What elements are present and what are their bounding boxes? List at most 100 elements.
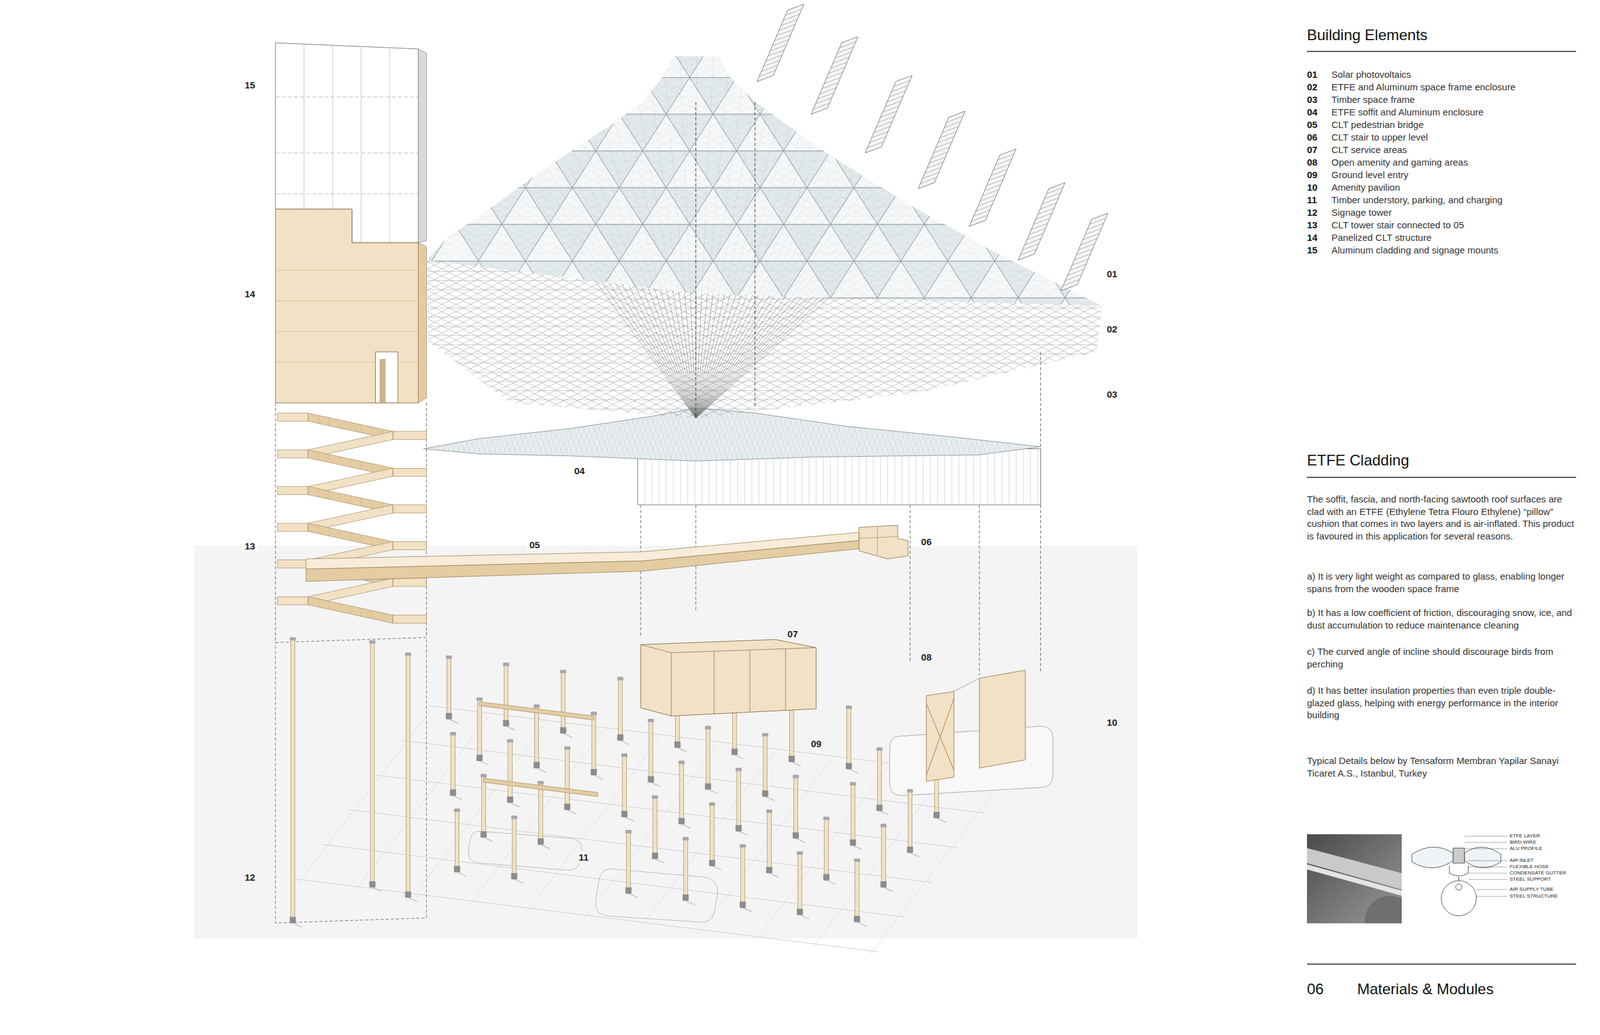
clt-joint [275,269,419,271]
page-title: Materials & Modules [1357,980,1494,999]
etfe-panel [948,224,996,262]
stair-tread [382,502,383,511]
frame-member [0,0,694,460]
leader-line [1468,879,1508,881]
pv-panel [1061,213,1109,292]
column-shadow [453,795,463,800]
soffit-mesh [565,407,587,464]
frame-member [0,0,408,460]
timber-column [880,824,893,892]
column-shadow [628,893,639,898]
frame-member [346,0,1265,460]
frame-member [0,0,651,460]
soffit-mesh [795,407,817,464]
stair-tread [350,532,351,541]
timber-column [876,747,890,816]
soffit-mesh [520,407,541,464]
frame-member [695,50,1035,418]
frame-member [1018,0,1600,460]
frame-member [289,0,1208,460]
soffit-mesh [581,407,603,464]
column-shaft [534,705,539,769]
soffit-mesh [545,407,567,464]
soffit-mesh [402,407,424,464]
soffit-mesh [1020,407,1041,464]
mullion [922,449,924,504]
etfe-panel [454,298,502,336]
soffit-mesh [999,407,1021,464]
frame-member [661,0,1580,460]
column-shaft [565,746,570,811]
soffit-mesh [811,407,832,464]
mullion [880,449,881,504]
column-shadow [448,719,459,724]
section-heading: Building Elements [1306,26,1428,45]
photo-etfe-profile [1306,864,1402,896]
frame-member [904,0,1600,460]
etfe-panel [454,40,502,78]
etfe-panel [924,298,972,336]
soffit-mesh [709,407,730,464]
detail-label: STEEL STRUCTURE [1509,894,1558,900]
column-cap [880,824,887,828]
frame-member [0,0,637,460]
etfe-panel [666,298,714,336]
callout-number: 10 [1104,716,1120,729]
column-base [762,790,769,797]
stair-tread [318,415,319,424]
column-shaft [824,816,829,881]
etfe-panel [525,298,573,336]
frame-member [646,0,1565,460]
cladding-joint [389,48,391,243]
frame-member [0,0,452,460]
timber-column [446,656,459,724]
soffit-mesh [1045,407,1067,464]
frame-member [0,0,851,460]
frame-member [946,0,1600,460]
section-heading: ETFE Cladding [1306,451,1410,470]
column-shaft [481,774,486,838]
frame-member [432,0,1351,460]
etfe-panel [1041,151,1089,189]
detail-label: AIR INLET [1509,858,1534,864]
frame-member [675,0,1594,460]
frame-member [704,0,1600,460]
etfe-panel [924,187,972,225]
pv-cell-line [839,42,856,49]
callout-number: 02 [1104,322,1120,335]
frame-member [446,0,1365,460]
soffit-mesh [632,407,654,464]
etfe-panel [478,151,526,189]
frame-member [0,0,637,460]
frame-member [689,0,1600,460]
soffit-mesh [596,407,618,464]
soffit-mesh [540,407,562,464]
column-shaft [508,739,513,804]
soffit-mesh [852,407,873,464]
etfe-panel [783,298,831,336]
soffit-mesh [974,407,996,464]
soffit-mesh [606,407,628,464]
frame-member [404,0,1323,460]
soffit-mesh [1056,407,1077,464]
legend-text: CLT tower stair connected to 05 [1331,219,1464,231]
stair-tread [350,606,351,615]
frame-member [461,0,1380,460]
etfe-panel [454,114,502,152]
column-shaft [907,789,913,854]
soffit-mesh [933,407,955,464]
soffit-mesh [800,407,822,464]
frame-member [407,69,1112,70]
tower-base-outline [275,637,427,923]
etfe-panel [478,114,526,152]
column-shadow [536,768,546,773]
column-shadow [540,844,551,849]
frame-member [695,50,1068,418]
stair-tread [350,459,351,468]
callout-number: 05 [527,538,543,551]
frame-member [889,0,1600,460]
soffit-mesh [545,407,567,464]
legend-number: 07 [1306,144,1318,156]
frame-member [0,0,594,460]
soffit-mesh [688,407,710,464]
